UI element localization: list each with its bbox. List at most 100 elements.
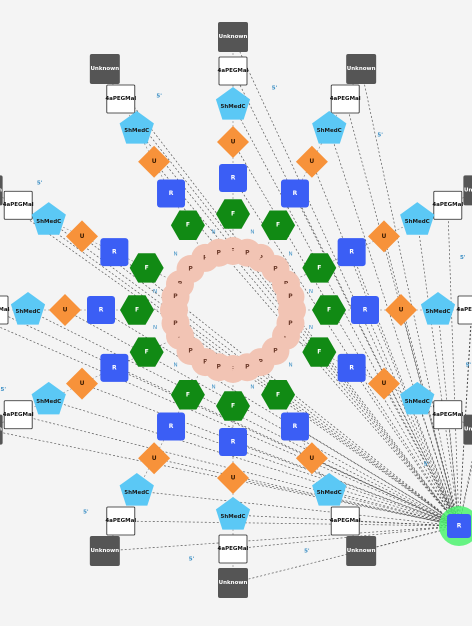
peg-node[interactable]: 4aPEGMal [105, 84, 136, 114]
f-node[interactable]: F [302, 253, 337, 283]
hub-edge [136, 490, 460, 527]
f-node[interactable]: F [170, 210, 205, 241]
u-node[interactable]: U [66, 367, 98, 400]
peg-node[interactable]: 4aPEGMal [432, 190, 463, 220]
p-node[interactable]: P [276, 309, 305, 338]
u-node[interactable]: U [138, 145, 171, 178]
peg-node[interactable]: 4aPEGMal [3, 190, 34, 220]
r-node[interactable]: R [157, 179, 186, 208]
unknown-node[interactable]: Unknown [0, 175, 3, 206]
hub-edge [232, 70, 460, 527]
peg-node[interactable]: 4aPEGMal [218, 56, 249, 86]
unknown-node[interactable]: Unknown [463, 414, 472, 445]
unknown-node[interactable]: Unknown [463, 175, 472, 206]
u-label: U [80, 233, 85, 240]
peg-node[interactable]: 4aPEGMal [330, 84, 361, 114]
r-node[interactable]: R [219, 428, 247, 456]
u-node[interactable]: U [368, 367, 400, 400]
f-node[interactable]: F [129, 337, 164, 367]
u-node[interactable]: U [217, 126, 249, 158]
f-node[interactable]: F [312, 295, 346, 325]
r-node[interactable]: R [280, 179, 309, 208]
r-label: R [169, 423, 174, 430]
unknown-node[interactable]: Unknown [346, 53, 377, 84]
unknown-node[interactable]: Unknown [346, 536, 377, 567]
p-node[interactable]: P [233, 353, 262, 382]
u-node[interactable]: U [368, 220, 400, 253]
p-node[interactable]: P [176, 336, 205, 365]
unknown-node[interactable]: Unknown [218, 22, 248, 52]
f-label: F [276, 222, 280, 229]
f-node[interactable]: F [261, 380, 296, 410]
p-node[interactable]: P [204, 238, 233, 267]
r-node[interactable]: R [337, 353, 366, 382]
p-node[interactable]: P [176, 255, 205, 284]
u-node[interactable]: U [138, 442, 171, 475]
r-node[interactable]: R [280, 412, 309, 441]
r-label: R [169, 190, 174, 197]
r-node[interactable]: R [157, 412, 186, 441]
r-label: R [112, 364, 117, 371]
f-node[interactable]: F [129, 253, 164, 283]
f-node[interactable]: F [261, 210, 296, 241]
r-node[interactable]: R [100, 238, 129, 267]
f-node[interactable]: F [216, 199, 250, 229]
p-node[interactable]: P [233, 238, 262, 267]
r-node[interactable]: R [87, 296, 115, 324]
u-node[interactable]: U [385, 294, 417, 326]
u-node[interactable]: U [217, 462, 249, 494]
u-node[interactable]: U [66, 220, 98, 253]
peg-node[interactable]: 4aPEGMal [0, 295, 10, 325]
hub-edge [383, 383, 460, 527]
p-node[interactable]: P [161, 282, 190, 311]
unknown-node[interactable]: Unknown [218, 568, 248, 598]
f-node[interactable]: F [170, 380, 205, 410]
peg-node[interactable]: 4aPEGMal [218, 534, 249, 564]
u-node[interactable]: U [49, 294, 81, 326]
u-label: U [231, 475, 236, 482]
r-node[interactable]: R [219, 164, 247, 192]
peg-node[interactable]: 4aPEGMal [457, 295, 472, 325]
p-label: P [203, 254, 208, 261]
n-marker: N [153, 289, 157, 295]
f-label: F [145, 264, 149, 271]
f-node[interactable]: F [120, 295, 154, 325]
p-node[interactable]: P [261, 336, 290, 365]
hub-edge [364, 309, 460, 527]
five-prime-marker: 5' [424, 461, 430, 467]
p-node[interactable]: P [161, 309, 190, 338]
peg-node[interactable]: 4aPEGMal [105, 506, 136, 536]
unknown-node[interactable]: Unknown [89, 53, 120, 84]
unknown-node[interactable]: Unknown [89, 536, 120, 567]
r-node[interactable]: R [351, 296, 379, 324]
r-node[interactable]: R [100, 353, 129, 382]
r-label: R [349, 249, 354, 256]
p-node[interactable]: P [204, 353, 233, 382]
p-node[interactable]: P [261, 255, 290, 284]
p-node[interactable]: P [276, 282, 305, 311]
peg-node[interactable]: 4aPEGMal [432, 400, 463, 430]
r-node[interactable]: R [337, 238, 366, 267]
f-node[interactable]: F [302, 337, 337, 367]
unknown-node[interactable]: Unknown [0, 414, 3, 445]
f-node[interactable]: F [216, 391, 250, 421]
peg-node[interactable]: 4aPEGMal [330, 506, 361, 536]
hub-node[interactable]: R [439, 506, 472, 546]
u-node[interactable]: U [295, 145, 328, 178]
u-node[interactable]: U [295, 442, 328, 475]
peg-node[interactable]: 4aPEGMal [3, 400, 34, 430]
hub-edge [232, 525, 460, 550]
n-marker: N [309, 289, 313, 295]
